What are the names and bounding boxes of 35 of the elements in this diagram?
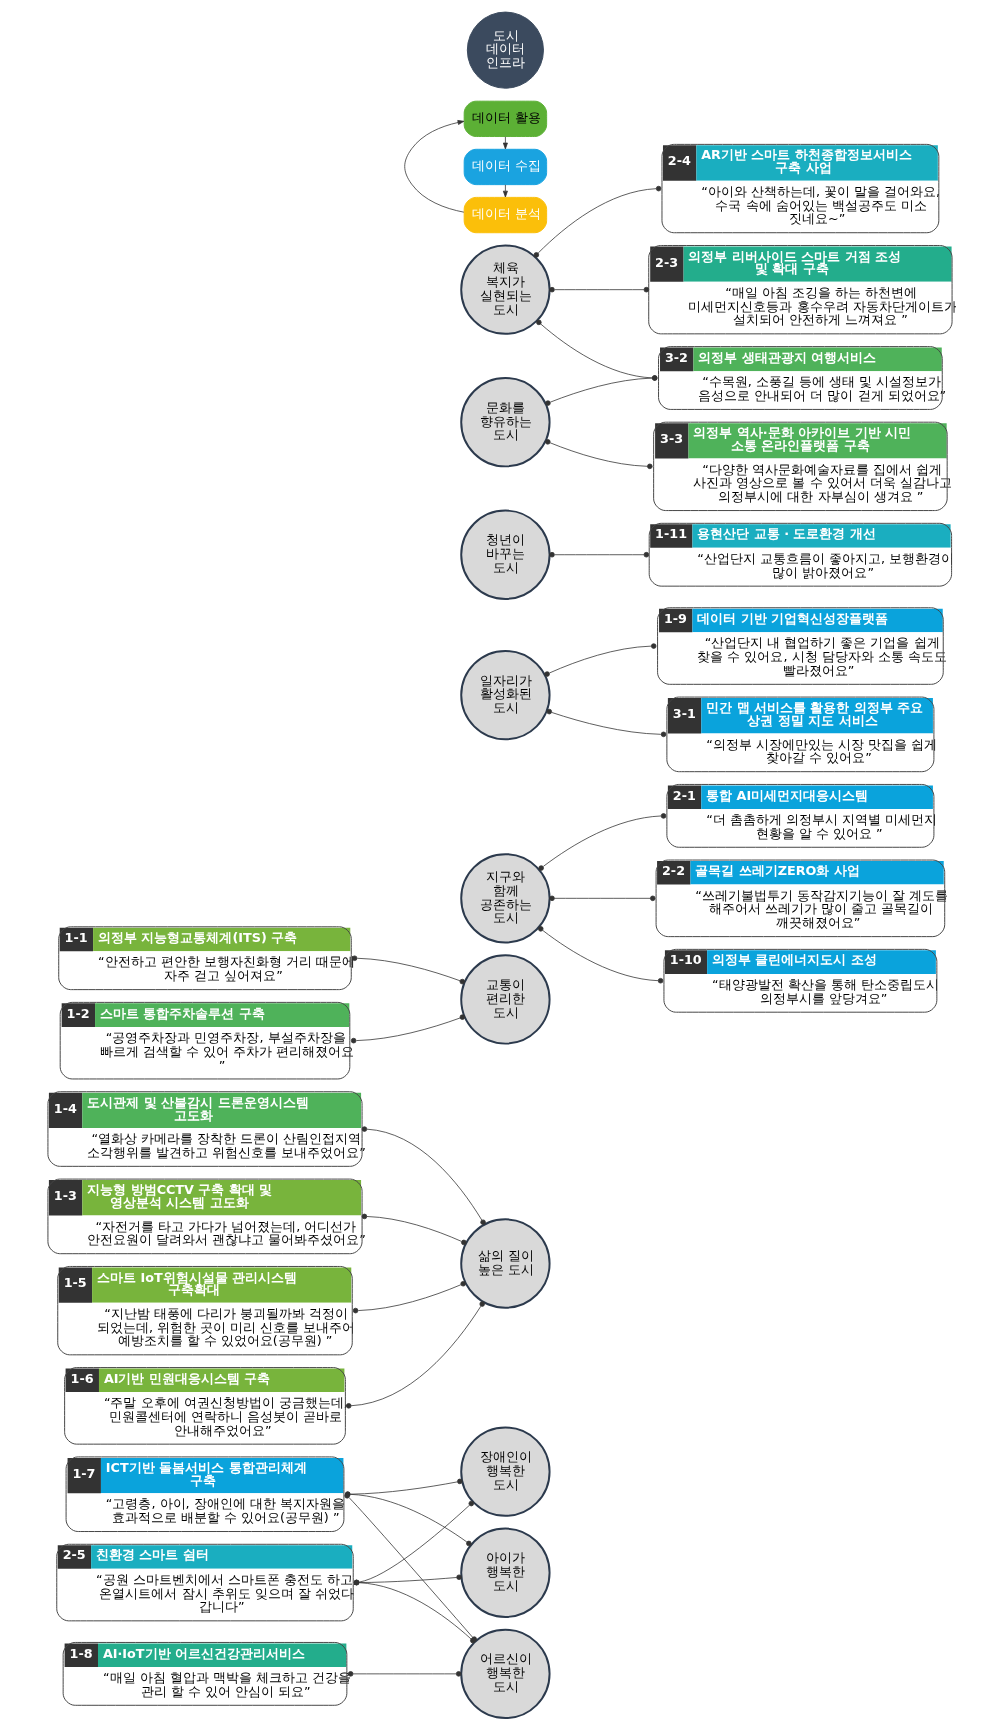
node-circle: 체육 복지가 실현되는 도시 <box>459 244 551 335</box>
arrow <box>403 120 464 213</box>
connector <box>548 551 649 558</box>
connector <box>350 1014 465 1044</box>
node-box: 데이터 활용 <box>463 100 547 137</box>
connector <box>544 439 653 470</box>
arrow <box>502 136 508 150</box>
connector <box>344 1478 463 1497</box>
connector <box>543 643 656 677</box>
node-circle: 지구와 함께 공존하는 도시 <box>459 853 551 944</box>
connector <box>548 895 655 902</box>
node-box: 데이터 분석 <box>463 196 547 234</box>
connector <box>344 1491 472 1547</box>
connector <box>351 955 465 985</box>
connector <box>546 708 666 738</box>
connector <box>535 319 657 381</box>
node-circle: 청년이 바꾸는 도시 <box>459 509 551 600</box>
arrow <box>502 184 508 198</box>
connector <box>353 1500 474 1586</box>
connector <box>537 926 663 984</box>
connector <box>352 1281 466 1314</box>
node-box: 데이터 수집 <box>463 148 547 186</box>
node-circle: 장애인이 행복한 도시 <box>459 1426 551 1517</box>
connector <box>347 1671 461 1677</box>
connector <box>361 1126 486 1225</box>
connector <box>361 1213 467 1246</box>
node-circle: 아이가 행복한 도시 <box>459 1527 551 1618</box>
node-circle: 도시 데이터 인프라 <box>466 11 544 89</box>
connector <box>544 375 657 406</box>
connector <box>533 185 661 258</box>
connector <box>548 286 649 293</box>
node-circle: 어르신이 행복한 도시 <box>459 1628 551 1719</box>
connector <box>345 1301 485 1409</box>
connector <box>537 813 666 871</box>
connector <box>353 1574 462 1586</box>
